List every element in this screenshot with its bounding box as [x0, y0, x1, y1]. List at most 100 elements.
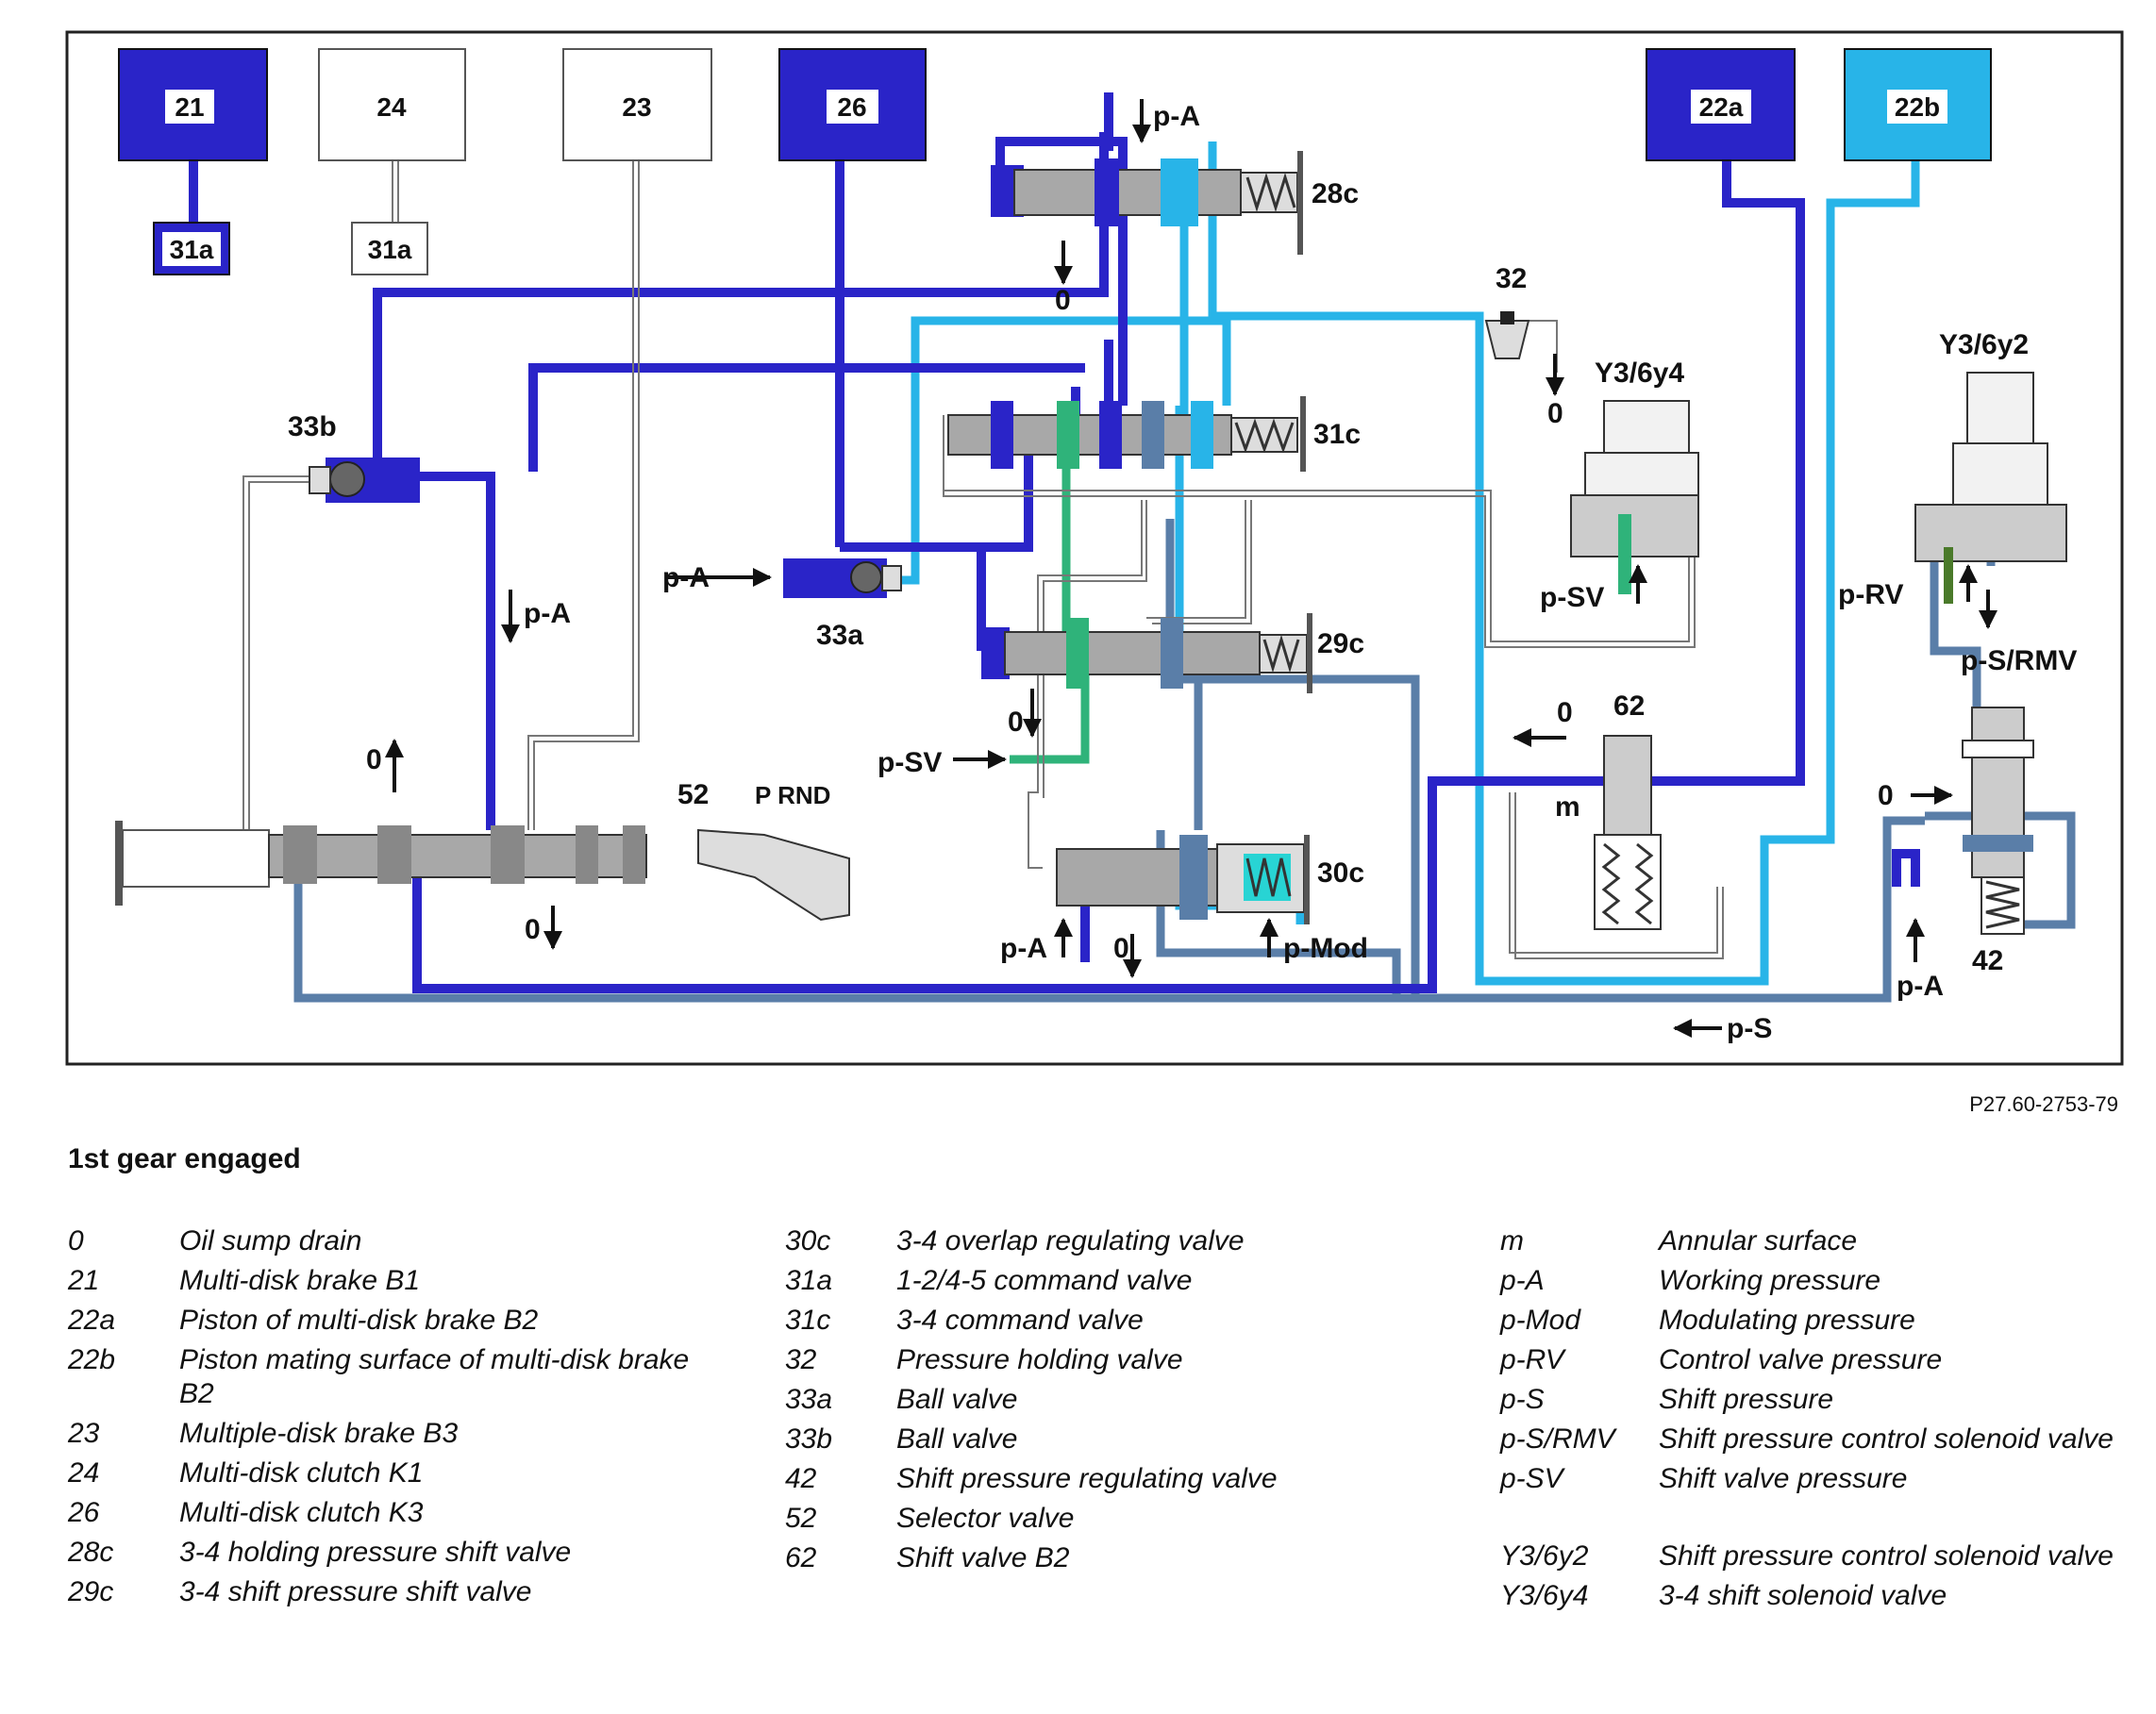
legend-key: p-Mod [1500, 1305, 1581, 1336]
figure-reference: P27.60-2753-79 [1969, 1092, 2118, 1116]
legend-key: p-RV [1500, 1344, 1564, 1375]
label-pSV-left: p-SV [877, 747, 942, 778]
legend-value: 3-4 command valve [896, 1305, 1144, 1336]
legend-key: 29c [68, 1576, 114, 1607]
label-pSRMV: p-S/RMV [1961, 645, 2077, 676]
legend-item: p-S Shift pressure [1500, 1383, 2114, 1417]
legend-value: Shift pressure regulating valve [896, 1463, 1278, 1494]
legend-key: m [1500, 1225, 1524, 1256]
solenoid-y2 [1914, 372, 2067, 604]
label-m: m [1555, 791, 1580, 823]
legend-item: 42 Shift pressure regulating valve [785, 1462, 1427, 1496]
box-24-label: 24 [376, 92, 407, 122]
box-31a-right-label: 31a [368, 235, 412, 264]
legend-value: Shift pressure control solenoid valve [1659, 1423, 2114, 1455]
valve-28c [991, 151, 1303, 255]
legend-key: 62 [785, 1542, 817, 1573]
valve-30c [1056, 835, 1310, 924]
legend-key: 22a [68, 1305, 116, 1336]
unpressurized-lines [242, 160, 1724, 959]
legend-value: Shift pressure control solenoid valve [1659, 1540, 2114, 1572]
box-23-label: 23 [622, 92, 651, 122]
label-52: 52 [677, 779, 709, 810]
label-zero-52-up: 0 [366, 744, 382, 775]
label-33b: 33b [288, 411, 337, 442]
legend-key: 22b [68, 1344, 116, 1375]
legend-key: 42 [785, 1463, 817, 1494]
legend-value: Shift pressure [1659, 1384, 1834, 1415]
hydraulic-diagram: 21 24 23 26 22a 22b 31a 31a [65, 30, 2124, 1066]
legend-key: 24 [68, 1457, 100, 1489]
legend-value: 3-4 holding pressure shift valve [179, 1537, 572, 1568]
legend-value: Multiple-disk brake B3 [179, 1418, 459, 1449]
legend-value: Multi-disk brake B1 [179, 1265, 421, 1296]
label-pSV-y4: p-SV [1540, 582, 1604, 613]
valve-42 [1962, 707, 2034, 935]
legend-key: p-A [1500, 1265, 1545, 1296]
legend-key: 33b [785, 1423, 833, 1455]
box-31a-right [351, 222, 428, 275]
label-y4: Y3/6y4 [1595, 358, 1684, 389]
legend-item: 31c 3-4 command valve [785, 1304, 1427, 1338]
legend-key: Y3/6y2 [1500, 1540, 1589, 1572]
legend-value: Multi-disk clutch K1 [179, 1457, 424, 1489]
box-22b-label: 22b [1895, 92, 1940, 122]
legend-key: 28c [68, 1537, 114, 1568]
legend-value: Pressure holding valve [896, 1344, 1183, 1375]
diagram-labels: 28c 31c 29c 30c 33b 33a 52 32 62 42 m Y3… [288, 101, 2077, 1044]
component-boxes: 21 24 23 26 22a 22b 31a 31a [118, 48, 1992, 275]
legend-value: Selector valve [896, 1503, 1075, 1534]
legend-key: 21 [68, 1265, 100, 1296]
box-22a-label: 22a [1699, 92, 1744, 122]
legend-item: 30c 3-4 overlap regulating valve [785, 1224, 1427, 1258]
legend-value: 3-4 overlap regulating valve [896, 1225, 1245, 1256]
legend-key: 31c [785, 1305, 831, 1336]
label-pS: p-S [1727, 1013, 1772, 1044]
legend-key: 0 [68, 1225, 84, 1256]
box-23 [562, 48, 712, 161]
label-32: 32 [1496, 263, 1527, 294]
diagram-title: 1st gear engaged [68, 1143, 301, 1174]
legend-key: 26 [68, 1497, 100, 1528]
valve-33b [309, 458, 420, 503]
label-pRV: p-RV [1838, 579, 1903, 610]
flow-arrows [385, 99, 1997, 1038]
valve-33a [783, 558, 902, 598]
shift-pressure-lines [293, 519, 2076, 1003]
label-28c: 28c [1312, 178, 1359, 209]
legend-item: 21 Multi-disk brake B1 [68, 1264, 710, 1298]
label-29c: 29c [1317, 628, 1364, 659]
valve-31c [947, 396, 1306, 472]
label-pA-30c: p-A [1000, 933, 1047, 964]
legend-value: Control valve pressure [1659, 1344, 1943, 1375]
piston-22b-lines [882, 141, 1920, 986]
label-zero-62: 0 [1557, 697, 1573, 728]
label-pA-42: p-A [1897, 971, 1944, 1002]
box-26-label: 26 [837, 92, 866, 122]
box-31a-left-label: 31a [170, 235, 214, 264]
legend-item: 28c 3-4 holding pressure shift valve [68, 1536, 710, 1570]
solenoid-y4 [1570, 400, 1699, 594]
legend-key: p-S [1500, 1384, 1545, 1415]
legend-value: Ball valve [896, 1423, 1018, 1455]
label-31c: 31c [1313, 419, 1361, 450]
legend-key: 30c [785, 1225, 831, 1256]
legend-value: Working pressure [1659, 1265, 1881, 1296]
label-zero-28c: 0 [1055, 285, 1071, 316]
label-pMod: p-Mod [1283, 933, 1368, 964]
legend-item: 33b Ball valve [785, 1423, 1427, 1456]
